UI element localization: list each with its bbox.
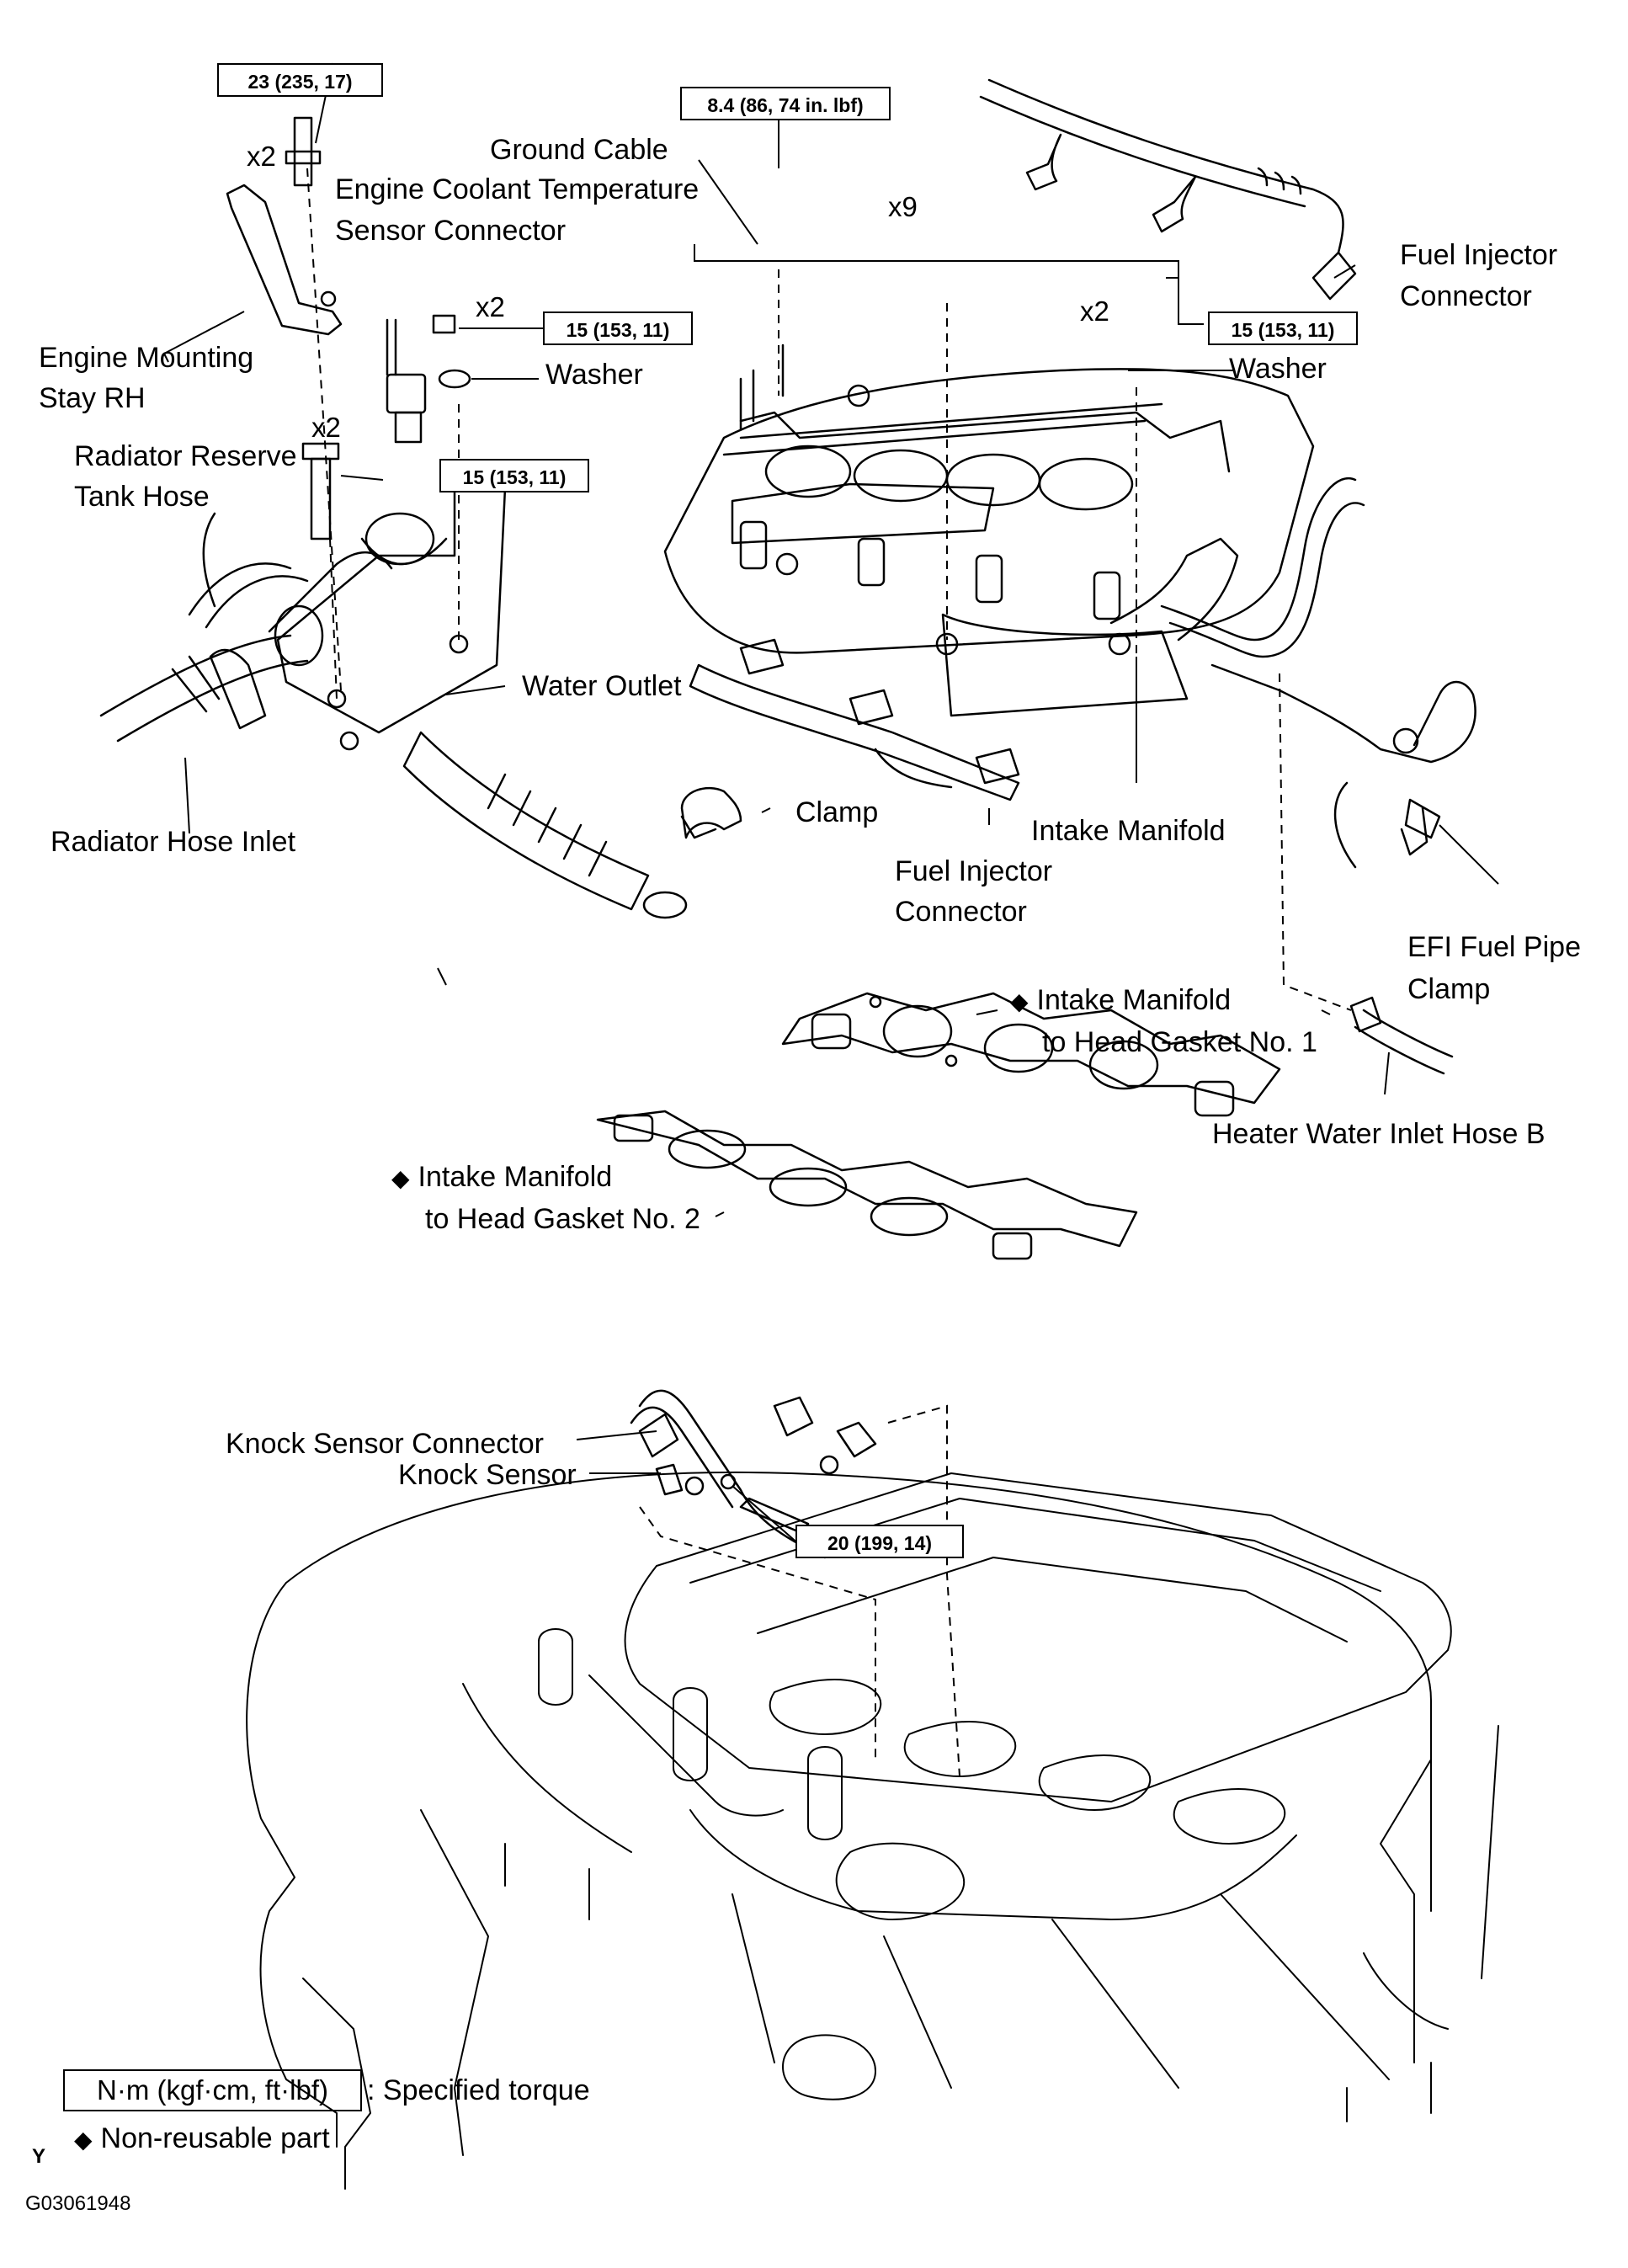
legend-non-reusable: ◆Non-reusable part xyxy=(74,2122,330,2154)
torque-spec-water-outlet: 15 (153, 11) xyxy=(439,459,589,492)
heater-water-inlet-hose-drawing xyxy=(1349,996,1454,1075)
gasket-no2-drawing xyxy=(596,1110,1138,1260)
label-knock-sensor-connector: Knock Sensor Connector xyxy=(226,1428,544,1460)
count-stay-bolts: x2 xyxy=(247,141,276,172)
torque-spec-knock-sensor: 20 (199, 14) xyxy=(795,1525,964,1558)
clamp-drawing xyxy=(680,786,742,839)
label-radiator-reserve-1: Radiator Reserve xyxy=(74,440,297,472)
label-radiator-reserve-2: Tank Hose xyxy=(74,481,210,513)
label-engine-mounting-stay-2: Stay RH xyxy=(39,382,146,414)
knock-sensor-drawing xyxy=(630,1389,877,1559)
label-fuel-injector-connector-lower-2: Connector xyxy=(895,896,1027,928)
label-gasket-no1-line2: to Head Gasket No. 1 xyxy=(1042,1026,1317,1058)
count-outlet-bolts: x2 xyxy=(311,412,341,443)
alignment-line-stay xyxy=(306,168,342,691)
radiator-reserve-tank-hose-drawing xyxy=(188,512,309,629)
figure-code: G03061948 xyxy=(25,2192,131,2215)
torque-spec-engine-mounting-stay: 23 (235, 17) xyxy=(217,63,383,97)
label-efi-clamp-1: EFI Fuel Pipe xyxy=(1407,931,1581,963)
count-manifold-nuts: x2 xyxy=(1080,295,1109,327)
non-reusable-diamond-icon: ◆ xyxy=(1010,988,1029,1014)
legend-torque-box: N·m (kgf·cm, ft·lbf) xyxy=(63,2069,362,2111)
non-reusable-diamond-icon: ◆ xyxy=(391,1165,410,1191)
label-gasket-no2-line1: ◆Intake Manifold xyxy=(391,1161,613,1193)
engine-block-drawing xyxy=(246,1471,1499,2190)
label-knock-sensor: Knock Sensor xyxy=(398,1459,577,1491)
intake-manifold-drawing xyxy=(663,343,1315,717)
label-engine-mounting-stay-1: Engine Mounting xyxy=(39,342,254,374)
legend-torque-text: : Specified torque xyxy=(367,2074,590,2106)
label-fuel-injector-connector-upper-2: Connector xyxy=(1400,280,1532,312)
non-reusable-diamond-icon: ◆ xyxy=(74,2127,93,2153)
label-gasket-no1-line1: ◆Intake Manifold xyxy=(1010,984,1232,1016)
radiator-hose-inlet-drawing xyxy=(99,634,309,743)
fuel-delivery-pipe-drawing xyxy=(1160,477,1476,764)
label-ground-cable: Ground Cable xyxy=(490,134,668,166)
efi-fuel-pipe-clamp-drawing xyxy=(1333,781,1441,869)
gasket-no1-drawing xyxy=(781,992,1281,1117)
torque-spec-sensor-nut: 15 (153, 11) xyxy=(543,311,693,345)
label-coolant-sensor-2: Sensor Connector xyxy=(335,215,567,247)
engine-mounting-stay-drawing xyxy=(226,116,343,336)
alignment-line-knock-left xyxy=(639,1506,876,1760)
label-heater-water-inlet-hose: Heater Water Inlet Hose B xyxy=(1212,1118,1546,1150)
alignment-line-outlet-left xyxy=(329,538,338,700)
alignment-line-knock-right xyxy=(887,1404,960,1777)
torque-spec-ground-cable: 8.4 (86, 74 in. lbf) xyxy=(680,87,891,120)
label-coolant-sensor-1: Engine Coolant Temperature xyxy=(335,173,700,205)
coolant-sensor-connector-drawing xyxy=(386,314,471,444)
label-washer-right: Washer xyxy=(1229,353,1327,385)
injector-connector-harness-drawing xyxy=(689,638,1020,801)
label-washer-left: Washer xyxy=(545,359,643,391)
footer-mark: Y xyxy=(32,2145,46,2168)
count-manifold-bolts: x9 xyxy=(888,191,918,222)
label-water-outlet: Water Outlet xyxy=(522,670,682,702)
label-gasket-no2-line2: to Head Gasket No. 2 xyxy=(425,1203,700,1235)
label-efi-clamp-2: Clamp xyxy=(1407,973,1491,1005)
fuel-injector-harness-drawing xyxy=(979,78,1357,301)
count-outlet-nuts: x2 xyxy=(476,291,505,322)
water-outlet-drawing xyxy=(268,470,688,919)
label-fuel-injector-connector-upper-1: Fuel Injector xyxy=(1400,239,1558,271)
torque-spec-manifold-nut: 15 (153, 11) xyxy=(1208,311,1358,345)
label-fuel-injector-connector-lower-1: Fuel Injector xyxy=(895,855,1053,887)
label-clamp: Clamp xyxy=(795,796,879,828)
label-intake-manifold: Intake Manifold xyxy=(1031,815,1226,847)
label-radiator-hose-inlet: Radiator Hose Inlet xyxy=(51,826,296,858)
